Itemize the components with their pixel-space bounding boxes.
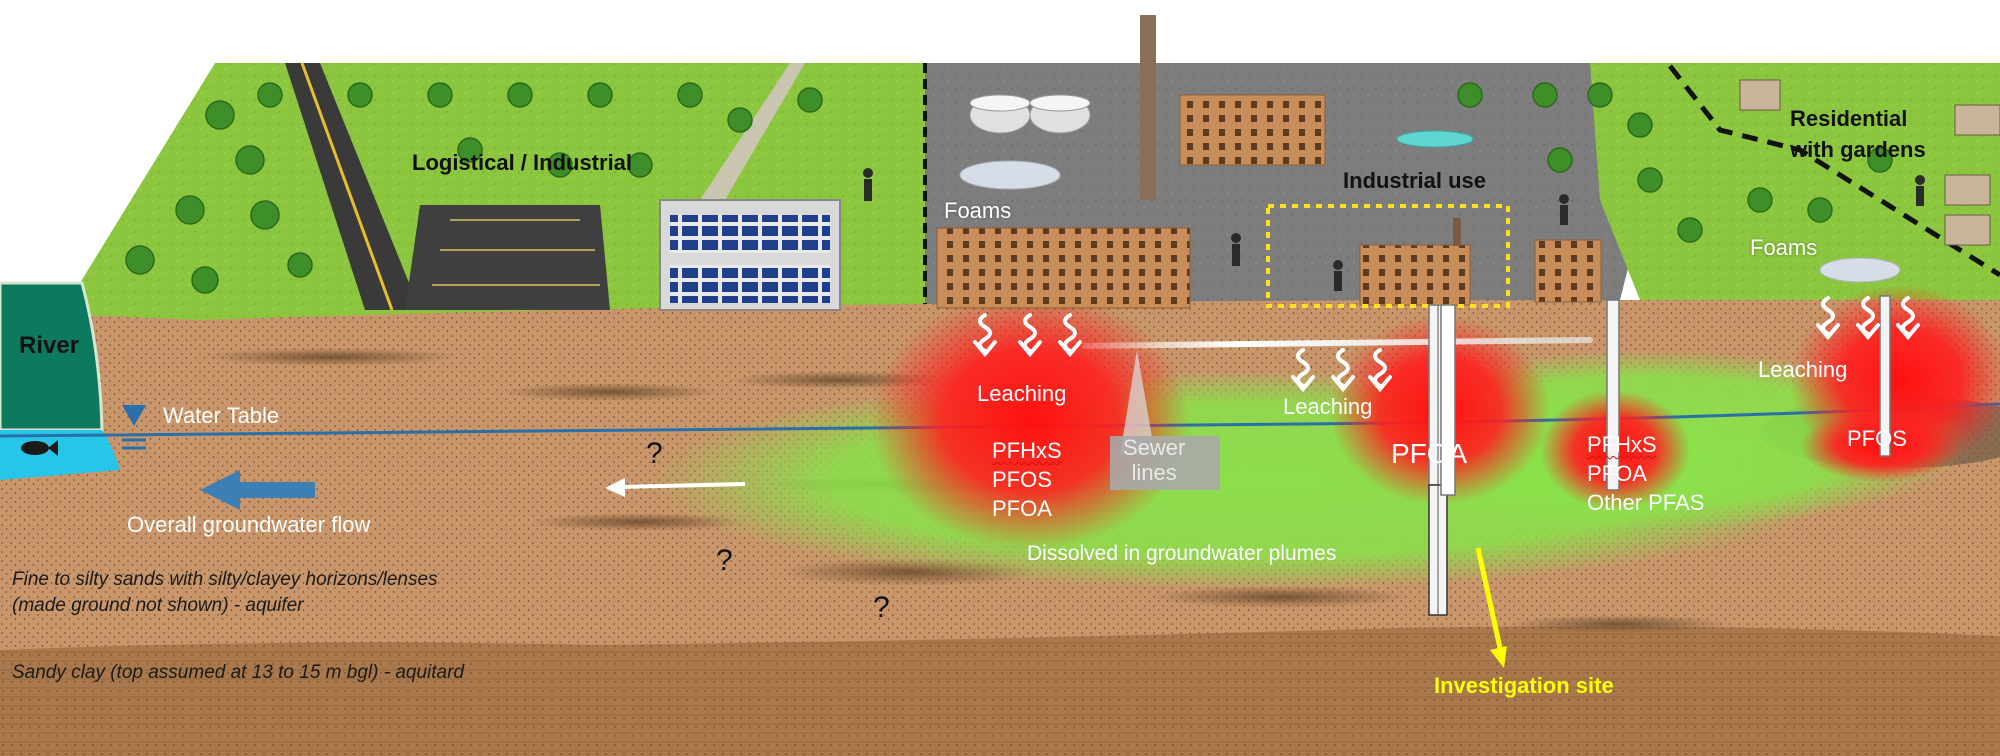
unknown-marker: ? bbox=[873, 591, 890, 624]
plume-a-compounds: PFHxS PFOS PFOA bbox=[992, 436, 1062, 523]
compound-pfhxs: PFHxS bbox=[1587, 432, 1657, 457]
storage-tanks bbox=[969, 94, 1091, 134]
warehouse bbox=[405, 205, 610, 310]
leaching-label-right: Leaching bbox=[1758, 357, 1848, 382]
road bbox=[285, 62, 805, 311]
groundwater-flow-label: Overall groundwater flow bbox=[127, 512, 371, 537]
wavy-arrow-icon bbox=[973, 296, 1920, 393]
water-table-label: Water Table bbox=[163, 403, 280, 428]
unknown-marker: ? bbox=[716, 544, 733, 577]
houses bbox=[1739, 79, 2000, 246]
unknown-marker: ? bbox=[646, 437, 663, 470]
person-icon bbox=[1231, 233, 1241, 266]
local-flow-arrow bbox=[605, 478, 746, 497]
water-table-icon bbox=[122, 405, 146, 450]
residential-line-1: Residential bbox=[1790, 106, 1908, 131]
aquifer-line-1: Fine to silty sands with silty/clayey ho… bbox=[12, 569, 438, 590]
investigation-site-label: Investigation site bbox=[1434, 673, 1614, 698]
sewer-lines-label: Sewer lines bbox=[1123, 435, 1185, 485]
compound-pfoa: PFOA bbox=[1587, 461, 1647, 486]
person-icon bbox=[1559, 194, 1569, 225]
person-icon bbox=[863, 168, 873, 201]
people bbox=[863, 168, 1925, 291]
trees bbox=[125, 82, 1893, 294]
person-icon bbox=[1915, 175, 1925, 206]
zone-label-residential: Residential with gardens bbox=[1790, 103, 1926, 165]
leaching-label-middle: Leaching bbox=[1283, 394, 1373, 419]
groundwater-flow-arrow bbox=[200, 470, 315, 510]
plume-d-compound: PFOS bbox=[1847, 426, 1907, 451]
water-tank bbox=[1396, 130, 1474, 148]
tree-icon bbox=[125, 82, 1893, 294]
foam-spills bbox=[959, 160, 1901, 283]
aquitard-description: Sandy clay (top assumed at 13 to 15 m bg… bbox=[12, 662, 465, 683]
zone-label-logistical: Logistical / Industrial bbox=[412, 150, 633, 175]
sewer-lines bbox=[1082, 337, 1593, 490]
investigation-site-boundary bbox=[1266, 204, 1510, 308]
zone-label-industrial: Industrial use bbox=[1343, 168, 1487, 193]
monitoring-wells bbox=[1428, 295, 1891, 616]
residential-line-2: with gardens bbox=[1790, 137, 1926, 162]
compound-pfoa: PFOA bbox=[992, 496, 1052, 521]
plume-c-compounds: PFHxS PFOA Other PFAS bbox=[1587, 430, 1704, 517]
dissolved-plume-label: Dissolved in groundwater plumes bbox=[1027, 542, 1337, 565]
foams-label-left: Foams bbox=[944, 198, 1012, 223]
compound-pfhxs: PFHxS bbox=[992, 438, 1062, 463]
compound-other-pfas: Other PFAS bbox=[1587, 490, 1705, 515]
river-label: River bbox=[19, 332, 80, 359]
leaching-label-left: Leaching bbox=[977, 381, 1067, 406]
person-icon bbox=[1333, 260, 1343, 291]
fish-icon bbox=[21, 440, 58, 456]
office-with-solar-panels bbox=[659, 199, 841, 311]
plume-b-compound: PFOA bbox=[1391, 438, 1468, 469]
sewer-line-1: Sewer bbox=[1123, 435, 1186, 460]
factory-buildings bbox=[936, 94, 1602, 309]
compound-pfos: PFOS bbox=[992, 467, 1052, 492]
river bbox=[0, 281, 120, 480]
investigation-site-arrow bbox=[1475, 547, 1507, 668]
foams-label-right: Foams bbox=[1750, 235, 1818, 260]
aquifer-line-2: (made ground not shown) - aquifer bbox=[12, 595, 304, 616]
aquifer-description: Fine to silty sands with silty/clayey ho… bbox=[12, 567, 438, 619]
sewer-line-2: lines bbox=[1131, 460, 1177, 485]
chimney bbox=[1140, 15, 1156, 200]
